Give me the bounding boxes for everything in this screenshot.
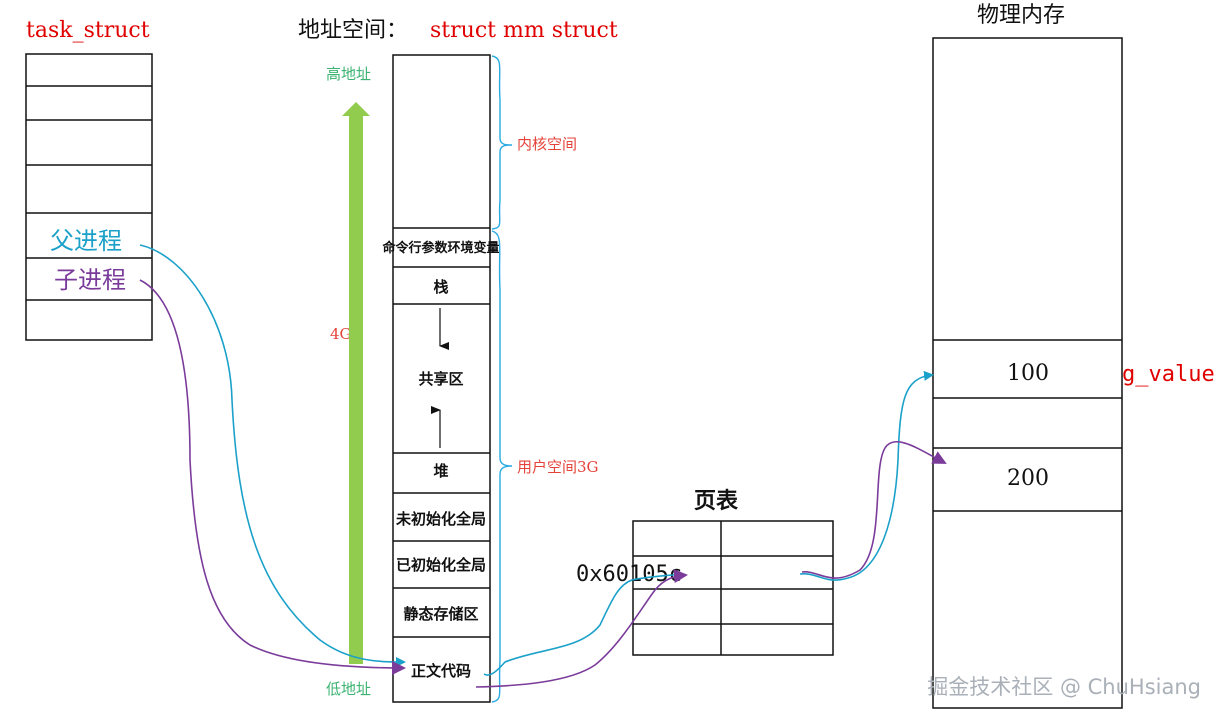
physical-memory-title: 物理内存 (977, 3, 1065, 28)
watermark: 掘金技术社区 @ ChuHsiang (927, 675, 1201, 699)
child-code-to-pagetable-arrow (475, 569, 688, 688)
task-struct-title: task_struct (26, 18, 150, 43)
segment-init-globals: 已初始化全局 (396, 556, 486, 574)
task-struct-box (25, 53, 153, 341)
page-table-grid (632, 520, 834, 656)
virtual-address-label: 0x60105c (576, 562, 682, 587)
parent-code-to-pagetable-arrow (483, 569, 684, 676)
parent-to-code-arrow (139, 244, 406, 667)
low-address-label: 低地址 (326, 680, 371, 698)
size-4g-label: 4G (330, 325, 352, 343)
parent-process-label: 父进程 (50, 227, 122, 255)
physical-value-parent: 100 (1007, 361, 1049, 386)
child-process-label: 子进程 (54, 266, 126, 294)
g-value-label: g_value (1122, 362, 1215, 387)
child-pagetable-to-memory-arrow (801, 441, 947, 579)
address-space-box (392, 54, 491, 703)
segment-heap: 堆 (433, 462, 448, 480)
user-space-brace (491, 230, 513, 703)
segment-shared: 共享区 (418, 370, 463, 388)
user-space-label: 用户空间3G (517, 458, 599, 476)
parent-pagetable-to-memory-arrow (799, 370, 934, 581)
kernel-space-brace (491, 55, 513, 230)
page-table-title: 页表 (694, 488, 739, 514)
physical-value-child: 200 (1007, 466, 1049, 491)
high-address-label: 高地址 (326, 65, 371, 83)
address-space-title-prefix: 地址空间： (298, 18, 408, 43)
address-growth-arrow (342, 102, 370, 664)
segment-code: 正文代码 (411, 662, 471, 680)
segment-stack: 栈 (433, 278, 448, 296)
kernel-space-label: 内核空间 (517, 135, 577, 153)
child-to-code-arrow (139, 279, 406, 675)
segment-static-storage: 静态存储区 (403, 605, 478, 623)
segment-uninit-globals: 未初始化全局 (395, 510, 486, 528)
segment-cmdline-env: 命令行参数环境变量 (381, 240, 499, 256)
address-space-title-struct: struct mm struct (430, 18, 618, 43)
